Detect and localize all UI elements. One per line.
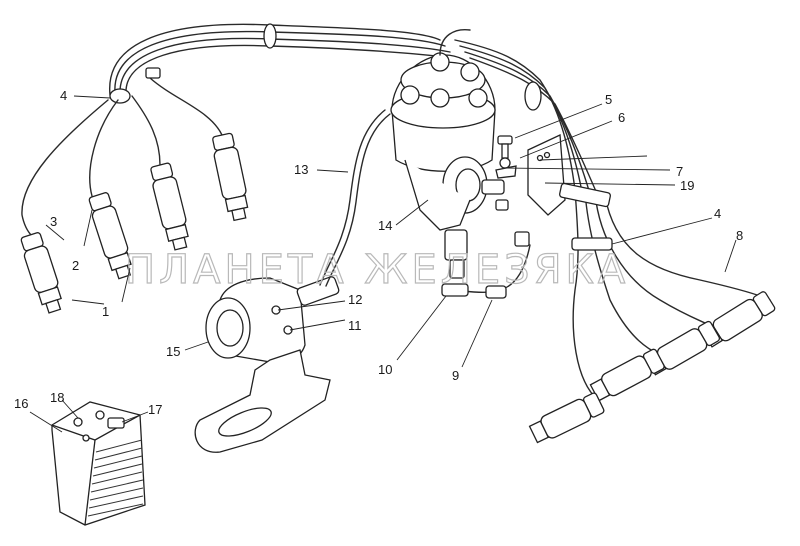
callout-13: 13: [294, 162, 308, 177]
callout-15: 15: [166, 344, 180, 359]
callout-11: 11: [348, 318, 362, 333]
callout-17: 17: [148, 402, 162, 417]
low-voltage-wire: [441, 231, 531, 299]
hv-wire-harness: [109, 23, 599, 197]
spark-plug-tip-4: [212, 132, 249, 222]
callout-19: 19: [680, 178, 694, 193]
callout-7: 7: [676, 164, 683, 179]
ignition-coil: [194, 276, 340, 453]
leader-lines: [29, 95, 737, 433]
left-spark-cables: [21, 77, 223, 237]
callout-6: 6: [618, 110, 625, 125]
callout-16: 16: [14, 396, 28, 411]
callout-4: 4: [60, 88, 67, 103]
spark-plug-tip-7: [589, 348, 665, 402]
callout-18: 18: [50, 390, 64, 405]
resistor-block: [51, 401, 146, 526]
spark-plug-tip-1: [20, 232, 62, 314]
callout-labels: 1 2 3 4 5 6 7 19 4 8 9 10 11 12 13 14 15…: [14, 88, 743, 417]
coil-wire-13-b: [325, 113, 391, 287]
callout-4-right: 4: [714, 206, 721, 221]
callout-2: 2: [72, 258, 79, 273]
distributor: [390, 28, 509, 279]
callout-10: 10: [378, 362, 392, 377]
spark-plug-tip-3: [150, 162, 189, 251]
callout-9: 9: [452, 368, 459, 383]
spark-plug-tip-2: [88, 192, 132, 280]
right-spark-cables: [558, 182, 771, 401]
coil-wire-13: [319, 109, 386, 286]
callout-14: 14: [378, 218, 392, 233]
fastener-assembly: [495, 134, 566, 216]
callout-3: 3: [50, 214, 57, 229]
watermark: ПЛАНЕТА ЖЕЛЕЗЯКА: [125, 247, 629, 293]
callout-12: 12: [348, 292, 362, 307]
callout-8: 8: [736, 228, 743, 243]
callout-5: 5: [605, 92, 612, 107]
spark-plug-tip-8: [528, 392, 605, 444]
callout-1: 1: [102, 304, 109, 319]
